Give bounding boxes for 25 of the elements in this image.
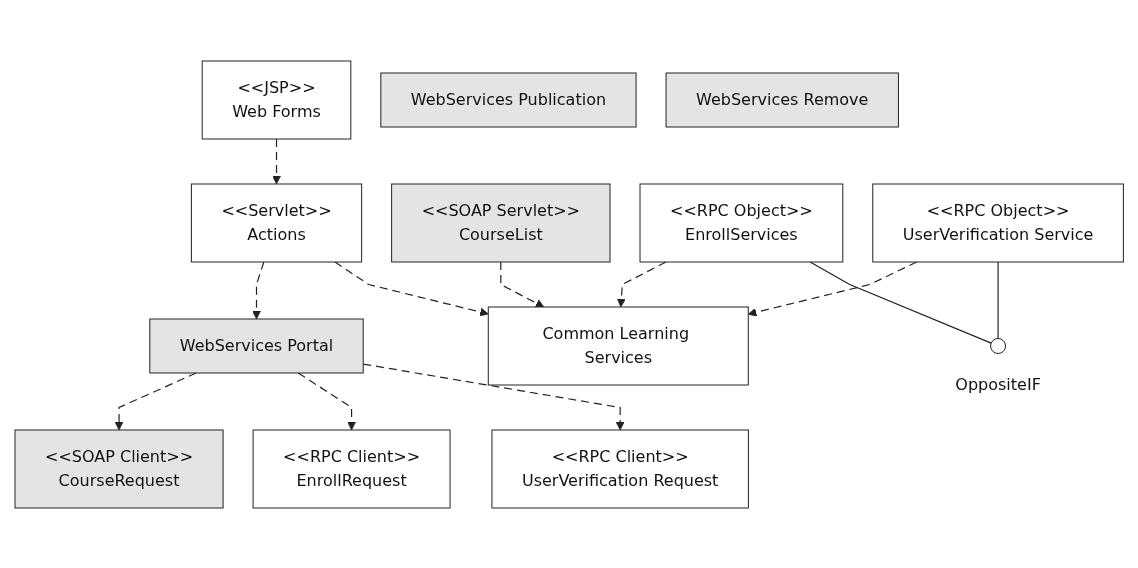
node-box: Common Learning Services xyxy=(487,306,749,385)
arrow xyxy=(114,371,197,430)
arrow xyxy=(616,260,667,307)
node-box: <<Servlet>> Actions xyxy=(190,183,362,262)
node-box: WebServices Publication xyxy=(380,72,637,127)
arrow xyxy=(297,371,356,430)
arrow xyxy=(747,260,918,317)
node-box: <<SOAP Servlet>> CourseList xyxy=(390,183,611,262)
node-box: <<RPC Client>> UserVerification Request xyxy=(491,429,749,508)
arrow xyxy=(362,362,625,430)
node-box: <<RPC Client>> EnrollRequest xyxy=(252,429,451,508)
node-box: <<JSP>> Web Forms xyxy=(201,60,352,139)
arrow xyxy=(334,260,489,316)
connector xyxy=(997,260,999,339)
arrow xyxy=(251,260,265,319)
node-circle xyxy=(989,337,1006,354)
arrow xyxy=(500,260,544,307)
node-label: OppositeIF xyxy=(955,374,1041,393)
arrow xyxy=(271,137,281,184)
connector xyxy=(809,260,992,344)
node-box: WebServices Remove xyxy=(665,72,899,127)
node-box: <<RPC Object>> EnrollServices xyxy=(639,183,844,262)
node-box: WebServices Portal xyxy=(149,318,364,373)
node-box: <<RPC Object>> UserVerification Service xyxy=(872,183,1124,262)
node-box: <<SOAP Client>> CourseRequest xyxy=(14,429,224,508)
